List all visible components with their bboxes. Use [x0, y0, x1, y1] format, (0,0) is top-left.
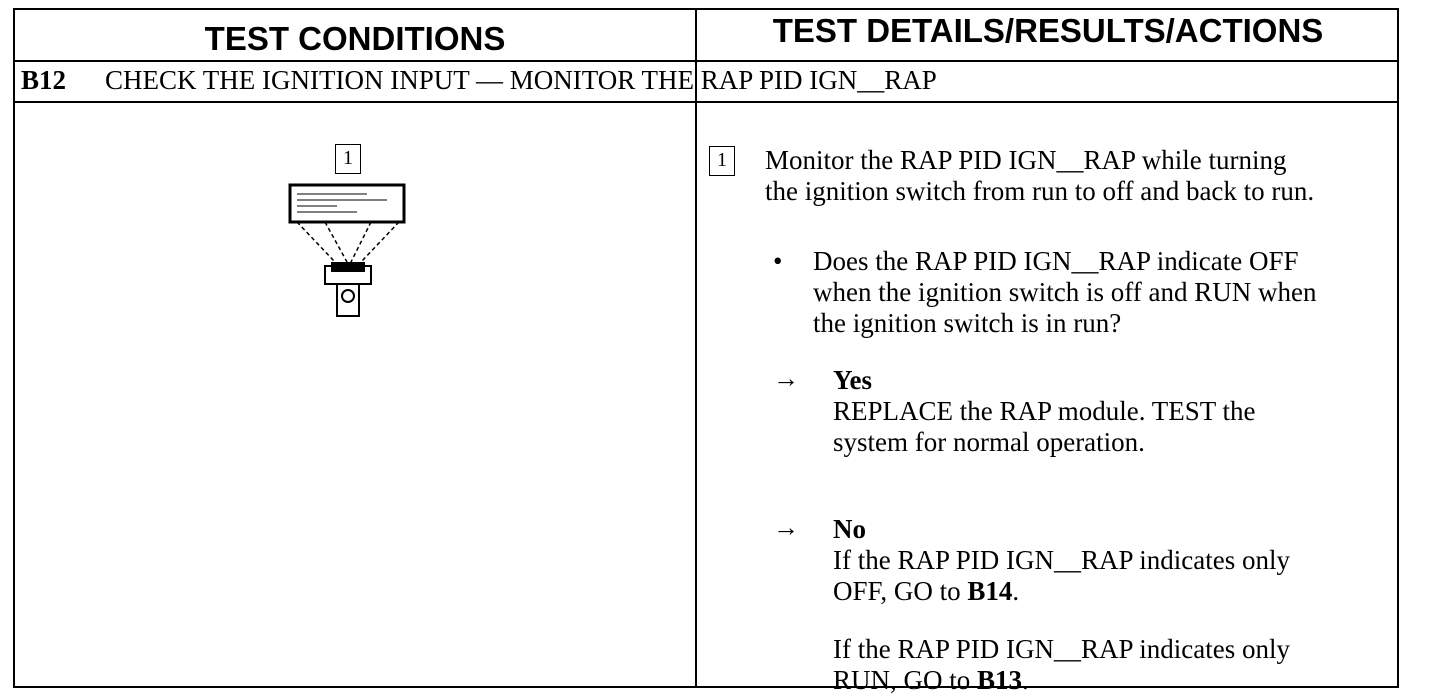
arrow-right-icon: → — [773, 364, 799, 393]
step-title: CHECK THE IGNITION INPUT — MONITOR THE R… — [105, 65, 937, 95]
step-id: B12 — [21, 65, 67, 95]
diagnostic-table: TEST CONDITIONS TEST DETAILS/RESULTS/ACT… — [13, 8, 1399, 695]
figure-callout-number: 1 — [343, 147, 353, 169]
step-divider — [15, 101, 1397, 103]
yes-action-line: system for normal operation. — [833, 427, 1145, 457]
figure-callout: 1 — [335, 144, 361, 174]
header-test-details: TEST DETAILS/RESULTS/ACTIONS — [772, 12, 1324, 49]
header-divider — [15, 60, 1397, 62]
header-test-conditions: TEST CONDITIONS — [204, 20, 506, 57]
no-action-line: OFF, GO to B14. — [833, 576, 1020, 606]
go-to-b14: B14 — [967, 576, 1013, 606]
yes-branch: Yes REPLACE the RAP module. TEST the sys… — [833, 365, 1256, 458]
question: Does the RAP PID IGN__RAP indicate OFF w… — [813, 246, 1316, 339]
instruction: Monitor the RAP PID IGN__RAP while turni… — [765, 145, 1314, 207]
step-callout: 1 — [709, 146, 735, 176]
no-label: No — [833, 514, 866, 544]
question-line: Does the RAP PID IGN__RAP indicate OFF — [813, 246, 1299, 276]
step-callout-number: 1 — [717, 149, 727, 171]
arrow-right-icon: → — [773, 513, 799, 542]
yes-action-line: REPLACE the RAP module. TEST the — [833, 396, 1256, 426]
no-action-line: If the RAP PID IGN__RAP indicates only — [833, 545, 1290, 575]
no-action-line: If the RAP PID IGN__RAP indicates only — [833, 634, 1290, 664]
instruction-line: Monitor the RAP PID IGN__RAP while turni… — [765, 145, 1287, 175]
column-divider — [695, 10, 697, 686]
question-line: when the ignition switch is off and RUN … — [813, 277, 1317, 307]
bullet-icon: • — [773, 246, 783, 276]
go-to-b13: B13 — [977, 665, 1023, 695]
scan-tool-connection-icon — [288, 183, 406, 317]
no-action-line: RUN, GO to B13. — [833, 665, 1029, 695]
yes-label: Yes — [833, 365, 872, 395]
no-branch: No If the RAP PID IGN__RAP indicates onl… — [833, 514, 1290, 696]
instruction-line: the ignition switch from run to off and … — [765, 176, 1315, 206]
question-line: the ignition switch is in run? — [813, 308, 1122, 338]
step-heading: B12 CHECK THE IGNITION INPUT — MONITOR TH… — [21, 65, 937, 96]
